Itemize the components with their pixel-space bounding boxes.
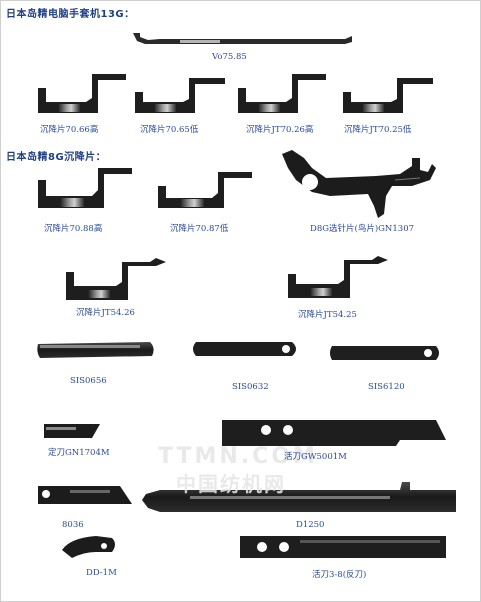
- moving-knife-gw5001m: [222, 420, 446, 446]
- caption-jt5425: 沉降片JT54.25: [298, 310, 357, 320]
- caption-gn1704m: 定刀GN1704M: [48, 448, 110, 458]
- part-8036: [38, 486, 132, 504]
- fixed-knife-gn1704m: [44, 424, 100, 438]
- sinker-jt5425: [288, 256, 388, 298]
- section-heading-13g: 日本岛精电脑手套机13G：: [6, 9, 135, 20]
- moving-knife-38: [240, 536, 446, 558]
- caption-d1250: D1250: [296, 520, 325, 530]
- caption-8036: 8036: [62, 520, 84, 530]
- watermark-cn: 中国纺机网: [176, 472, 286, 496]
- sinker-7066: [38, 74, 126, 113]
- needle-vo7585: [133, 33, 352, 44]
- caption-dd1m: DD-1M: [86, 568, 117, 578]
- part-dd1m: [62, 536, 115, 558]
- strip-sis6120: [330, 346, 439, 360]
- sinker-jt7026: [238, 74, 326, 113]
- bird-piece-gn1307: [282, 150, 436, 218]
- caption-sinker-7088: 沉降片70.88高: [44, 224, 103, 234]
- caption-jt5426: 沉降片JT54.26: [76, 308, 135, 318]
- sinker-jt7025: [343, 78, 433, 113]
- caption-sinker-7087: 沉降片70.87低: [170, 224, 229, 234]
- caption-sis6120: SIS6120: [368, 382, 405, 392]
- sinker-7065: [135, 78, 225, 113]
- sinker-7088: [38, 168, 132, 208]
- section-heading-8g: 日本岛精8G沉降片：: [6, 152, 107, 163]
- caption-gn1307: D8G选针片(鸟片)GN1307: [310, 224, 415, 234]
- caption-sinker-jt7025: 沉降片JT70.25低: [344, 125, 412, 135]
- caption-sis0632: SIS0632: [232, 382, 269, 392]
- sinker-jt5426: [66, 258, 166, 300]
- watermark-ttmn: TTMN.COM: [158, 444, 318, 469]
- caption-sinker-jt7026: 沉降片JT70.26高: [246, 125, 314, 135]
- caption-gw5001m: 活刀GW5001M: [284, 452, 347, 462]
- blade-d1250: [142, 482, 456, 512]
- sinker-7087: [158, 172, 252, 208]
- strip-sis0632: [193, 342, 296, 356]
- caption-vo7585: Vo75.85: [212, 52, 247, 62]
- caption-sis0656: SIS0656: [70, 376, 107, 386]
- caption-sinker-7065: 沉降片70.65低: [140, 125, 199, 135]
- strip-sis0656: [37, 342, 154, 358]
- caption-knife-38: 活刀3-8(反刀): [312, 570, 367, 580]
- caption-sinker-7066: 沉降片70.66高: [40, 125, 99, 135]
